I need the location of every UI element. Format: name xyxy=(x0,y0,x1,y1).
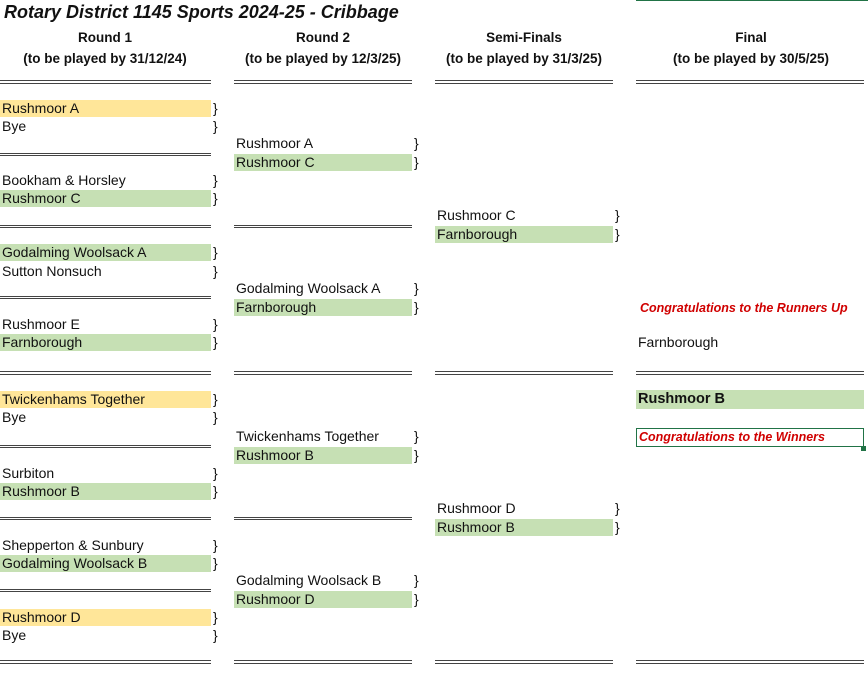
bracket-brace: } xyxy=(213,118,218,134)
half-separator xyxy=(435,371,613,375)
r1-team-cell[interactable]: Shepperton & Sunbury xyxy=(2,537,144,553)
bracket-brace: } xyxy=(213,537,218,553)
runner-up-cell[interactable]: Farnborough xyxy=(638,334,719,350)
bracket-brace: } xyxy=(615,500,620,516)
winners-note-selected-cell[interactable]: Congratulations to the Winners xyxy=(636,428,864,447)
r2-team-cell[interactable]: Twickenhams Together xyxy=(236,428,379,444)
round-name: Semi-Finals xyxy=(486,30,562,45)
match-separator xyxy=(0,153,211,156)
bracket-brace: } xyxy=(414,280,419,296)
sf-team-cell[interactable]: Rushmoor B xyxy=(435,519,613,536)
sheet-title: Rotary District 1145 Sports 2024-25 - Cr… xyxy=(4,2,399,22)
bracket-brace: } xyxy=(213,244,218,260)
sf-team-cell[interactable]: Rushmoor D xyxy=(437,500,516,516)
r2-team-cell[interactable]: Godalming Woolsack A xyxy=(236,280,381,296)
bottom-rule xyxy=(636,660,864,664)
bottom-rule xyxy=(0,660,211,664)
bracket-brace: } xyxy=(414,154,419,170)
selection-top-edge xyxy=(636,0,868,1)
match-separator xyxy=(0,445,211,448)
bracket-brace: } xyxy=(213,172,218,188)
r1-team-cell[interactable]: Bookham & Horsley xyxy=(2,172,126,188)
bracket-brace: } xyxy=(615,207,620,223)
bracket-brace: } xyxy=(213,627,218,643)
bracket-brace: } xyxy=(213,483,218,499)
round-deadline: (to be played by 12/3/25) xyxy=(244,51,402,66)
r2-team-cell[interactable]: Farnborough xyxy=(234,299,412,316)
r1-team-cell[interactable]: Rushmoor E xyxy=(2,316,80,332)
match-separator xyxy=(0,517,211,520)
bracket-brace: } xyxy=(414,447,419,463)
r2-team-cell[interactable]: Rushmoor C xyxy=(234,154,412,171)
match-separator xyxy=(234,517,412,520)
header-rule xyxy=(636,80,864,84)
header-rule xyxy=(435,80,613,84)
round-name: Round 2 xyxy=(296,30,350,45)
r1-team-cell[interactable]: Sutton Nonsuch xyxy=(2,263,102,279)
match-separator xyxy=(0,225,211,228)
r2-team-cell[interactable]: Rushmoor A xyxy=(236,135,314,151)
bracket-brace: } xyxy=(213,316,218,332)
bracket-brace: } xyxy=(213,190,218,206)
bracket-brace: } xyxy=(213,609,218,625)
winner-cell[interactable]: Rushmoor B xyxy=(636,390,864,409)
r1-team-cell[interactable]: Bye xyxy=(2,409,27,425)
half-separator xyxy=(636,371,864,375)
r1-team-cell[interactable]: Surbiton xyxy=(2,465,55,481)
bottom-rule xyxy=(435,660,613,664)
header-rule xyxy=(0,80,211,84)
r1-team-cell[interactable]: Rushmoor B xyxy=(0,483,211,500)
bracket-brace: } xyxy=(615,519,620,535)
column-header-round2: Round 2 (to be played by 12/3/25) xyxy=(223,27,423,69)
r2-team-cell[interactable]: Godalming Woolsack B xyxy=(236,572,382,588)
bracket-brace: } xyxy=(213,465,218,481)
bracket-brace: } xyxy=(414,299,419,315)
bracket-brace: } xyxy=(414,591,419,607)
match-separator xyxy=(0,296,211,299)
r1-team-cell[interactable]: Bye xyxy=(2,118,27,134)
round-name: Round 1 xyxy=(78,30,132,45)
bottom-rule xyxy=(234,660,412,664)
r1-team-cell[interactable]: Rushmoor A xyxy=(0,100,211,117)
r1-team-cell[interactable]: Bye xyxy=(2,627,27,643)
bracket-brace: } xyxy=(615,226,620,242)
bracket-brace: } xyxy=(414,428,419,444)
bracket-brace: } xyxy=(414,135,419,151)
r1-team-cell[interactable]: Godalming Woolsack B xyxy=(0,555,211,572)
match-separator xyxy=(0,589,211,592)
bracket-brace: } xyxy=(213,555,218,571)
round-deadline: (to be played by 31/3/25) xyxy=(445,51,603,66)
sf-team-cell[interactable]: Farnborough xyxy=(435,226,613,243)
r1-team-cell[interactable]: Rushmoor D xyxy=(0,609,211,626)
r1-team-cell[interactable]: Farnborough xyxy=(0,334,211,351)
r1-team-cell[interactable]: Godalming Woolsack A xyxy=(0,244,211,261)
bracket-brace: } xyxy=(213,409,218,425)
header-rule xyxy=(234,80,412,84)
bracket-brace: } xyxy=(213,334,218,350)
bracket-brace: } xyxy=(213,263,218,279)
column-header-semifinals: Semi-Finals (to be played by 31/3/25) xyxy=(424,27,624,69)
runners-up-note: Congratulations to the Runners Up xyxy=(640,301,848,315)
selection-fill-handle[interactable] xyxy=(861,446,866,451)
r2-team-cell[interactable]: Rushmoor D xyxy=(234,591,412,608)
bracket-brace: } xyxy=(414,572,419,588)
half-separator xyxy=(0,371,211,375)
round-deadline: (to be played by 30/5/25) xyxy=(672,51,830,66)
round-deadline: (to be played by 31/12/24) xyxy=(23,51,187,66)
round-name: Final xyxy=(735,30,767,45)
r2-team-cell[interactable]: Rushmoor B xyxy=(234,447,412,464)
column-header-final: Final (to be played by 30/5/25) xyxy=(651,27,851,69)
bracket-brace: } xyxy=(213,100,218,116)
sf-team-cell[interactable]: Rushmoor C xyxy=(437,207,516,223)
r1-team-cell[interactable]: Twickenhams Together xyxy=(0,391,211,408)
r1-team-cell[interactable]: Rushmoor C xyxy=(0,190,211,207)
half-separator xyxy=(234,371,412,375)
match-separator xyxy=(234,225,412,228)
column-header-round1: Round 1 (to be played by 31/12/24) xyxy=(5,27,205,69)
bracket-brace: } xyxy=(213,391,218,407)
